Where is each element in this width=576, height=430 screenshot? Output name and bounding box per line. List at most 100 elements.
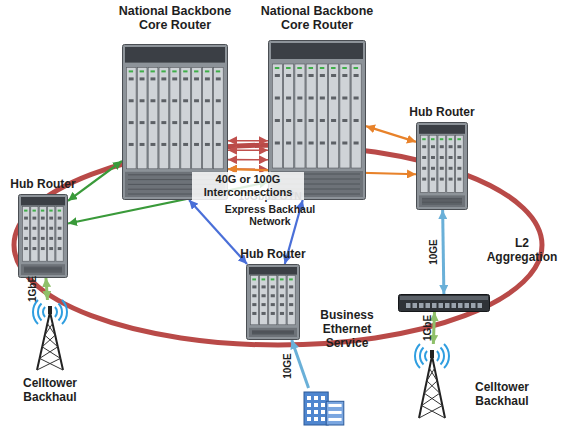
port [49,227,53,230]
fan-tray [249,267,297,275]
business-building-shape [302,388,346,426]
window [314,396,318,400]
radio-wave [444,344,449,368]
celltower: Celltower Backhaul [22,300,78,372]
hub-router: Hub Router [18,194,68,278]
vent [24,267,62,268]
tower-brace [427,368,435,380]
line-card [456,135,464,192]
node-label: Celltower Backhaul [462,380,542,408]
radio-wave [38,304,42,321]
line-card [56,207,63,262]
port [49,247,53,250]
radio-wave [62,300,67,324]
switch-port [426,303,431,308]
port [275,142,280,145]
node-text: Celltower Backhaul [10,376,90,404]
node-label: Hub Router [3,177,83,191]
switch-port [452,303,457,308]
port [280,312,284,315]
tower-brace [419,406,442,418]
vent [24,272,62,273]
status-led [286,67,291,69]
port [49,237,53,240]
switch-port [432,303,437,308]
line-card [159,67,169,168]
port [280,285,284,288]
edge-label: 10GE [428,239,440,265]
port [129,121,134,124]
port [457,178,461,181]
port [320,142,325,145]
radio-wave [425,351,427,361]
port [275,74,280,77]
tower-brace [37,358,60,370]
port [354,142,359,145]
connector [228,149,268,151]
port [449,156,453,159]
switch-port [439,303,444,308]
status-led [422,138,426,140]
connector [433,312,434,344]
antenna [48,306,52,314]
line-card [306,64,316,168]
hub-router: Hub Router [246,264,300,340]
port [252,285,256,288]
line-card [126,67,136,168]
port [41,247,45,250]
port [431,145,435,148]
port [431,167,435,170]
switch-port [471,303,476,308]
tower-brace [424,393,442,405]
port [422,145,426,148]
port [331,97,336,100]
window [328,411,341,414]
tower-brace [40,347,58,359]
vent [422,201,462,202]
port [41,227,45,230]
window [307,396,311,400]
line-card [39,207,46,262]
radio-wave [415,344,420,368]
window [321,403,325,407]
status-led [194,70,198,72]
port [216,99,221,102]
business-building: Business Ethernet Service [302,388,346,426]
status-led [440,138,444,140]
port [194,121,199,124]
line-card [284,64,294,168]
status-led [129,70,133,72]
status-led [58,210,61,212]
fan-tray [419,125,465,134]
port [457,167,461,170]
connector [46,278,48,300]
port [151,77,156,80]
status-led [24,210,27,212]
port [194,143,199,146]
connector [443,210,444,294]
port [297,142,302,145]
hub-router: Hub Router [416,122,468,210]
switch-port [465,303,470,308]
line-card [31,207,38,262]
vent [252,333,294,334]
port [297,119,302,122]
node-text: L2 Aggregation [482,236,562,264]
power-tray [21,264,65,275]
tower-brace [42,335,55,347]
port [140,121,145,124]
node-text: Business Ethernet Service [316,308,378,350]
port [289,294,293,297]
chassis [247,265,300,340]
switch-body [399,295,490,312]
switch-top [400,296,488,300]
window [321,417,325,421]
port [161,99,166,102]
port [172,143,177,146]
vent [422,202,462,203]
node-text: Hub Router [3,177,83,191]
port [183,121,188,124]
l2-switch-shape [398,294,490,312]
line-card [250,275,258,324]
port [172,77,177,80]
